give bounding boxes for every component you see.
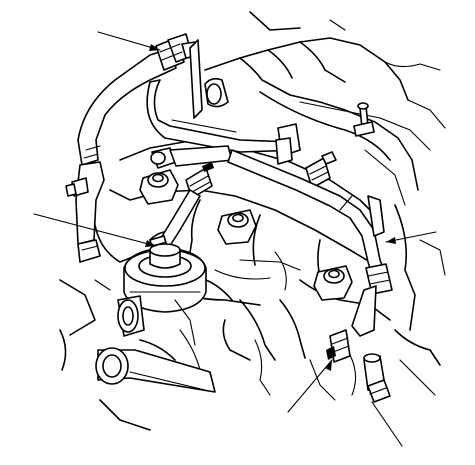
- bypass-hose-clamp: [351, 263, 393, 337]
- callout-left-arrow: [145, 240, 156, 247]
- callout-bottom-center-arrow: [325, 360, 332, 371]
- mounting-bolt-left: [185, 162, 214, 199]
- callout-bottom-right: [371, 401, 403, 447]
- callout-upper-left-arrow: [149, 44, 160, 51]
- manifold-nut-1: [139, 169, 179, 205]
- metal-pipe: [146, 39, 301, 165]
- callout-right-arrow: [386, 237, 396, 244]
- stud-bolt: [353, 102, 375, 137]
- water-outlet-pipe: [95, 295, 216, 393]
- tube-end: [363, 353, 391, 403]
- upper-coolant-hose: [65, 47, 177, 263]
- callout-upper-left: [97, 31, 161, 51]
- callout-bottom-center: [287, 359, 333, 413]
- manifold-nut-2: [217, 209, 257, 245]
- mounting-bolt-right: [305, 151, 337, 189]
- lower-casting: [59, 279, 196, 431]
- breather-tube-connector: [150, 145, 233, 169]
- thermostat-housing: [123, 243, 233, 313]
- manifold-nut-3: [313, 265, 353, 301]
- callout-lines: [33, 31, 437, 447]
- hose-fitting: [326, 329, 351, 363]
- callout-left: [33, 213, 157, 247]
